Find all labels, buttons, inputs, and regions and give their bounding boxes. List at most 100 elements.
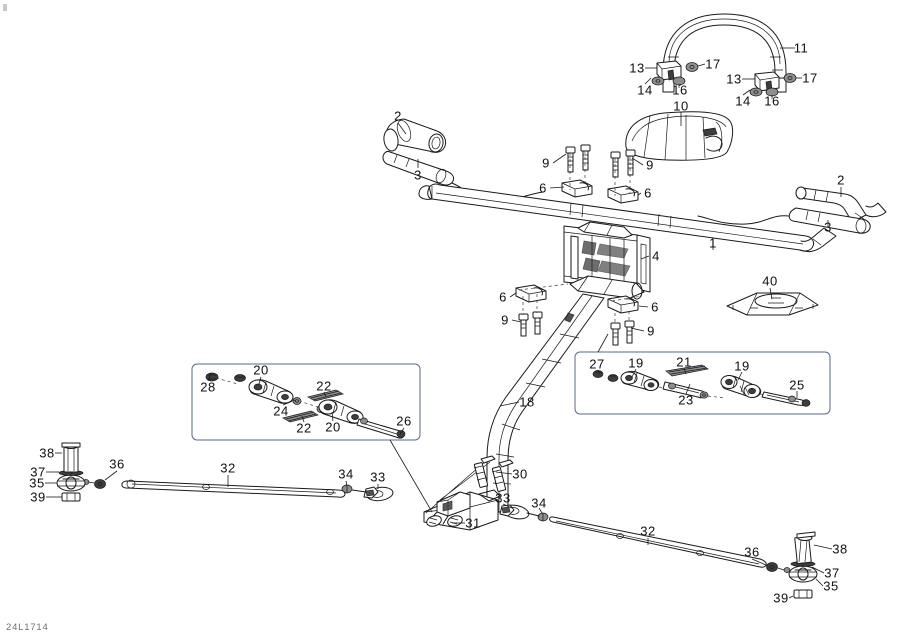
callout-14-right: 14 (735, 93, 751, 109)
part-6-clamp-bottom-right (607, 295, 639, 314)
callout-32-left: 32 (220, 460, 236, 476)
part-39-left-bushing (61, 492, 81, 502)
callout-16-left: 16 (672, 82, 688, 98)
callout-4: 4 (652, 248, 660, 264)
part-9-bolt-tl-a (565, 146, 576, 173)
callout-26: 26 (396, 413, 412, 429)
callout-35-right: 35 (823, 578, 839, 594)
part-3-grip-left (382, 150, 455, 186)
callout-2: 2 (394, 108, 402, 124)
callout-6-bottom-right: 6 (651, 299, 659, 315)
part-30-bolts (473, 455, 514, 492)
callout-39-left: 39 (30, 489, 46, 505)
part-35-left-steering-arm (56, 474, 86, 492)
part-6-clamp-bottom-left (515, 284, 547, 303)
callout-23: 23 (678, 392, 694, 408)
part-9-bolt-br-a (610, 322, 621, 346)
callout-20-a: 20 (253, 362, 269, 378)
part-27-nut (592, 370, 604, 378)
callout-24: 24 (273, 403, 289, 419)
part-11-grab-handle (662, 13, 787, 93)
part-33-right-ball-joint (499, 504, 530, 520)
part-4-riser-block (563, 221, 651, 300)
part-32-right-drag-link (549, 516, 767, 568)
part-6-clamp-top-left (561, 179, 593, 198)
part-39-right-bushing (793, 589, 813, 599)
callout-20-b: 20 (325, 419, 341, 435)
left-inset-leader (389, 439, 433, 513)
part-20-tie-rod-end-a (248, 379, 294, 404)
callout-35-left: 35 (29, 475, 45, 491)
part-1-handlebar (418, 183, 837, 253)
part-33-left-ball-joint (363, 486, 394, 502)
callout-13-left: 13 (629, 60, 645, 76)
callout-18: 18 (519, 394, 535, 410)
part-19-tie-rod-end-a (620, 370, 660, 391)
part-25-adjuster (761, 391, 811, 407)
part-35-right-steering-arm (788, 565, 818, 583)
callout-21: 21 (676, 354, 692, 370)
part-16-bolt-left (672, 76, 686, 88)
corner-tick-mark (3, 4, 7, 11)
callout-27: 27 (589, 356, 605, 372)
watermark: 24L1714 (6, 622, 49, 633)
part-32-left-drag-link (121, 479, 346, 498)
part-38-left-post (61, 442, 81, 473)
part-36-left-joint (82, 479, 106, 489)
callout-9-bottom-right: 9 (647, 323, 655, 339)
callout-39-right: 39 (773, 590, 789, 606)
callout-1: 1 (709, 235, 717, 251)
right-inset-border (574, 351, 831, 415)
callout-19-b: 19 (734, 358, 750, 374)
callout-6-top-left: 6 (539, 180, 547, 196)
callout-34-left: 34 (338, 466, 354, 482)
callout-36-right: 36 (744, 544, 760, 560)
callout-40: 40 (762, 273, 778, 289)
callout-25: 25 (789, 377, 805, 393)
part-2-grip-right (795, 186, 887, 223)
callout-14-left: 14 (637, 82, 653, 98)
part-9-bolt-tr-a (610, 151, 621, 178)
part-22-shim-pack-lower (282, 410, 319, 423)
part-21-shim (665, 364, 709, 377)
rod-33-34-link-right (526, 512, 540, 517)
callout-17-right: 17 (802, 70, 818, 86)
part-9-bolt-tl-b (580, 144, 591, 171)
part-14-nut-left (651, 76, 665, 86)
left-inset-border (191, 363, 421, 441)
callout-11: 11 (793, 40, 809, 56)
callout-33-left: 33 (370, 469, 386, 485)
callout-38-right: 38 (832, 541, 848, 557)
part-9-bolt-bl-a (518, 313, 529, 337)
callout-3: 3 (414, 167, 422, 183)
callout-31: 31 (465, 515, 481, 531)
callout-28: 28 (200, 379, 216, 395)
part-14-nut-right (749, 87, 763, 97)
part-lower-steering-bracket (423, 459, 501, 531)
callout-36-left: 36 (109, 456, 125, 472)
callout-2-right: 2 (837, 172, 845, 188)
rod-33-34-link (351, 489, 367, 493)
callout-13-right: 13 (726, 71, 742, 87)
part-40-mounting-plate (726, 292, 819, 316)
part-38-right-post (794, 531, 816, 565)
callout-3-right: 3 (824, 219, 832, 235)
right-inset-leader (597, 333, 609, 353)
callout-10: 10 (673, 98, 689, 114)
part-28-washer-b (234, 374, 246, 382)
part-2-grip-left (383, 118, 447, 153)
callout-6-bottom-left: 6 (499, 289, 507, 305)
part-6-clamp-top-right (607, 185, 639, 204)
callout-32-right: 32 (640, 523, 656, 539)
right-inset-contents (592, 364, 811, 407)
callout-9-top-left: 9 (542, 155, 550, 171)
callout-16-right: 16 (764, 93, 780, 109)
callout-22-b: 22 (296, 420, 312, 436)
part-9-bolt-br-b (624, 320, 635, 344)
callout-38-left: 38 (39, 445, 55, 461)
part-17-washer-right (783, 73, 797, 83)
part-20-tie-rod-end-b (318, 399, 364, 424)
part-9-bolt-tr-b (625, 149, 636, 176)
